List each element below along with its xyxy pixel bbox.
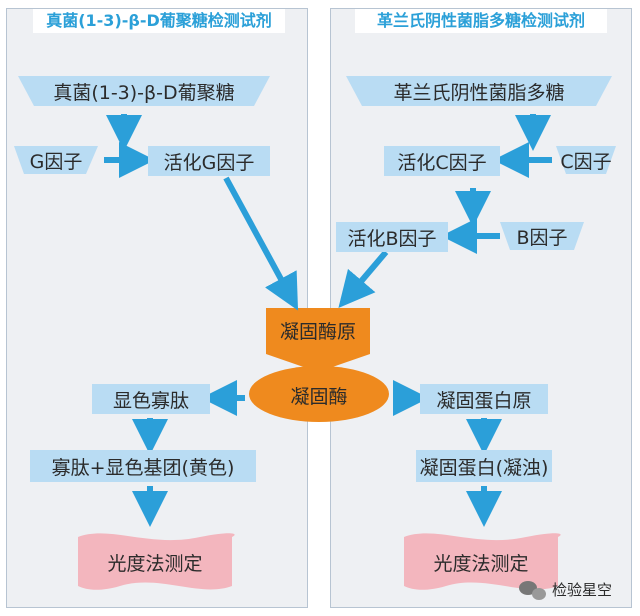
lps-shape bbox=[346, 76, 612, 106]
proenzyme-shape bbox=[266, 308, 370, 372]
right-measure-shape bbox=[404, 533, 561, 590]
coagulogen-node: 凝固蛋白原 bbox=[420, 384, 548, 414]
activated-b-node: 活化B因子 bbox=[336, 222, 448, 252]
factor-g-label: G因子 bbox=[29, 150, 83, 173]
coagulin-node: 凝固蛋白(凝浊) bbox=[416, 450, 552, 482]
lps-label: 革兰氏阴性菌脂多糖 bbox=[393, 81, 565, 104]
right-measure-label: 光度法测定 bbox=[433, 552, 529, 575]
activated-c-node: 活化C因子 bbox=[384, 146, 500, 176]
left-measure-shape bbox=[78, 533, 235, 590]
glucan-shape bbox=[18, 76, 270, 106]
proenzyme-label: 凝固酶原 bbox=[279, 320, 356, 343]
peptide-node: 显色寡肽 bbox=[92, 384, 210, 414]
factor-c-label: C因子 bbox=[560, 150, 612, 173]
factor-b-label: B因子 bbox=[516, 226, 568, 249]
activated-g-node: 活化G因子 bbox=[148, 146, 270, 176]
factor-c-shape bbox=[556, 146, 616, 174]
factor-b-shape bbox=[500, 222, 584, 250]
factor-g-shape bbox=[14, 146, 98, 174]
enzyme-shape bbox=[249, 366, 389, 422]
arrow-activated-b-to-proenzyme bbox=[338, 250, 389, 309]
arrow-activated-g-to-proenzyme bbox=[223, 176, 299, 311]
product-node: 寡肽+显色基团(黄色) bbox=[30, 450, 256, 482]
glucan-label: 真菌(1-3)-β-D葡聚糖 bbox=[53, 81, 235, 104]
enzyme-label: 凝固酶 bbox=[290, 385, 348, 408]
left-measure-label: 光度法测定 bbox=[107, 552, 203, 575]
watermark: 检验星空 bbox=[552, 580, 613, 599]
wechat-icon bbox=[519, 581, 546, 600]
right-panel-title: 革兰氏阴性菌脂多糖检测试剂 bbox=[355, 9, 607, 33]
left-panel-title: 真菌(1-3)-β-D葡聚糖检测试剂 bbox=[33, 9, 285, 33]
